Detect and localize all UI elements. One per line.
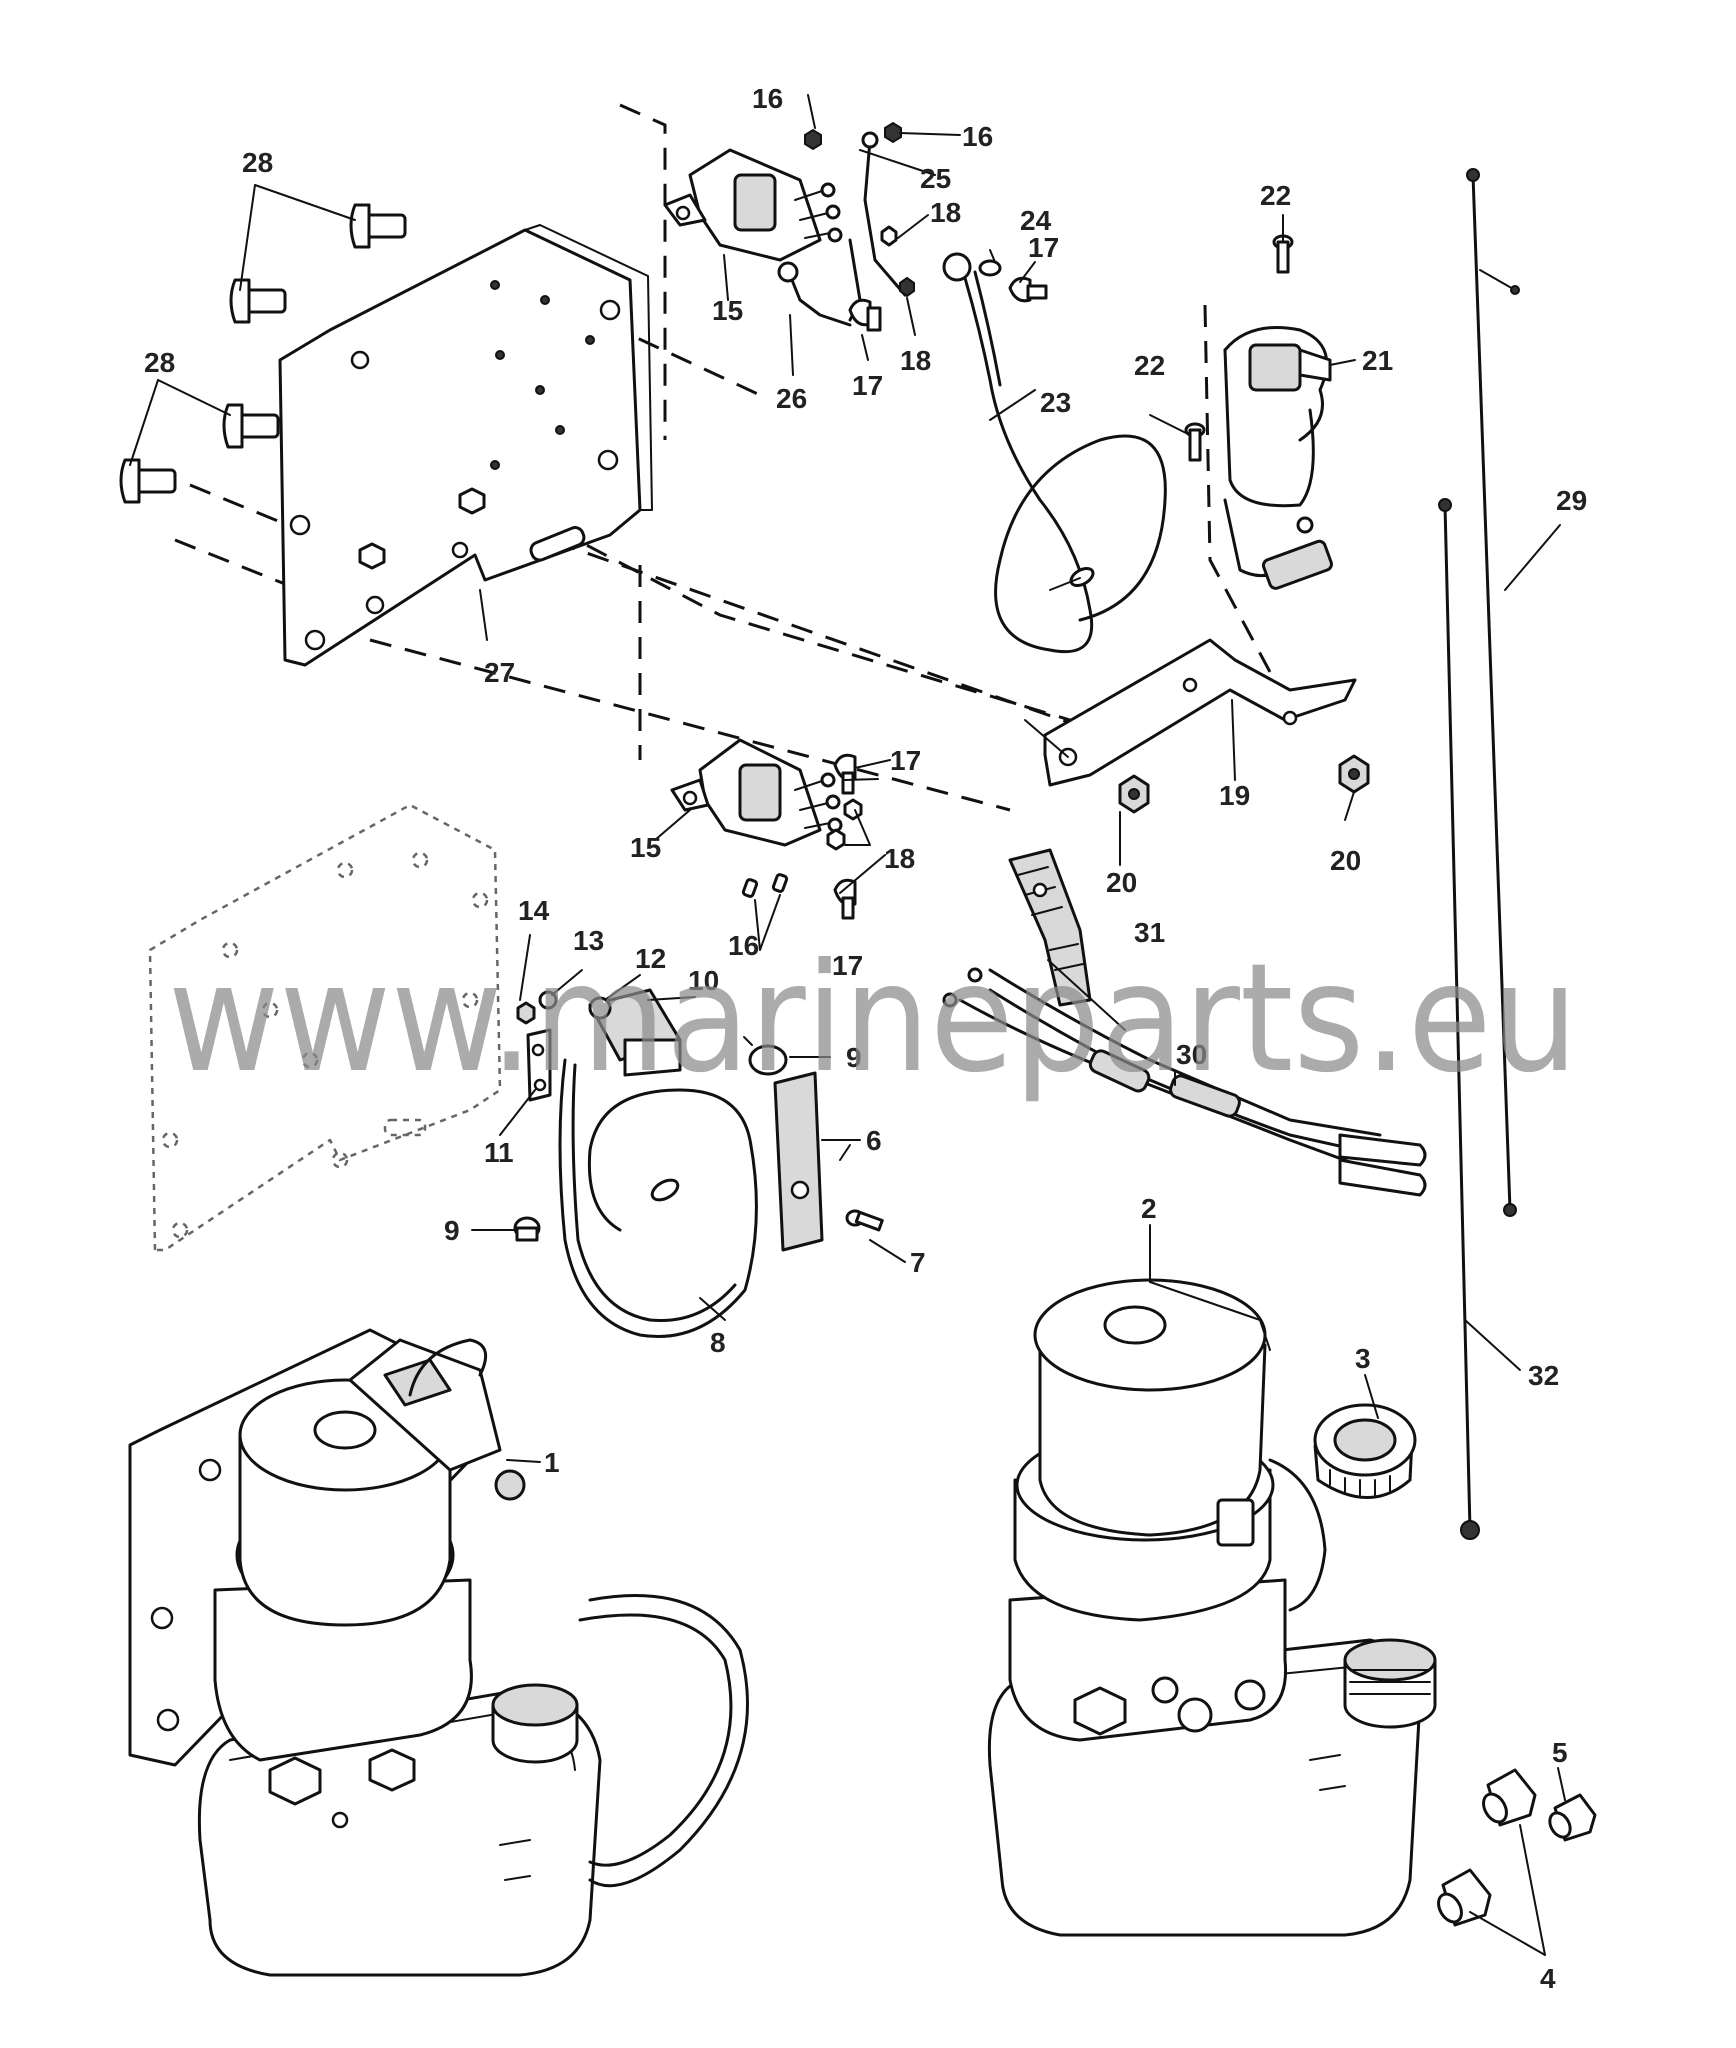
- callout-19: 19: [1219, 780, 1250, 811]
- callout-13: 13: [573, 925, 604, 956]
- callout-31: 31: [1134, 917, 1165, 948]
- callout-15-upper: 15: [712, 295, 743, 326]
- callout-18-a: 18: [930, 197, 961, 228]
- filler-cap-3: [1313, 1403, 1417, 1499]
- callout-17-c: 17: [890, 745, 921, 776]
- callout-3: 3: [1355, 1343, 1371, 1374]
- callout-4: 4: [1540, 1963, 1556, 1994]
- callout-22-a: 22: [1260, 180, 1291, 211]
- clip-31: [1008, 848, 1092, 1007]
- callout-16-a: 16: [752, 83, 783, 114]
- rod-32: [1438, 498, 1480, 1540]
- callout-15-lower: 15: [630, 832, 661, 863]
- small-hardware-upper: [804, 121, 1048, 332]
- rod-29: [1466, 168, 1520, 1217]
- callout-17-a: 17: [852, 370, 883, 401]
- callout-11: 11: [484, 1137, 514, 1168]
- pump-assembly-right: [987, 1278, 1437, 1937]
- bracket-11: [526, 1028, 552, 1102]
- fittings-4: [1437, 1768, 1537, 1927]
- callout-30: 30: [1176, 1039, 1207, 1070]
- callout-16-b: 16: [962, 121, 993, 152]
- callout-20-b: 20: [1330, 845, 1361, 876]
- callout-18-c: 18: [884, 843, 915, 874]
- relay-harness-21: [1223, 326, 1333, 590]
- switch-10: [588, 988, 682, 1077]
- solenoid-upper: [663, 148, 843, 262]
- fitting-5: [1548, 1793, 1597, 1842]
- callout-28-a: 28: [242, 147, 273, 178]
- cable-23: [942, 252, 1167, 654]
- clamps-9: [513, 1036, 788, 1242]
- callout-14: 14: [518, 895, 550, 926]
- harness-30: [942, 967, 1427, 1197]
- cover-6: [773, 1071, 824, 1252]
- callout-22-b: 22: [1134, 350, 1165, 381]
- callout-8: 8: [710, 1327, 726, 1358]
- reference-plate-outline: [148, 803, 502, 1252]
- callout-2: 2: [1141, 1193, 1157, 1224]
- callout-17-b: 17: [1028, 232, 1059, 263]
- bracket-19: [1043, 638, 1357, 787]
- callout-5: 5: [1552, 1737, 1568, 1768]
- screws-22: [1184, 234, 1294, 462]
- callout-24: 24: [1020, 205, 1052, 236]
- callout-28-b: 28: [144, 347, 175, 378]
- callout-29: 29: [1556, 485, 1587, 516]
- callout-9-b: 9: [444, 1215, 460, 1246]
- callout-21: 21: [1362, 345, 1393, 376]
- callout-6: 6: [866, 1125, 882, 1156]
- callout-32: 32: [1528, 1360, 1559, 1391]
- callout-25: 25: [920, 163, 951, 194]
- callout-7: 7: [910, 1247, 926, 1278]
- callout-1: 1: [544, 1447, 560, 1478]
- callout-12: 12: [635, 943, 666, 974]
- solenoid-lower: [670, 738, 843, 847]
- callout-9-a: 9: [846, 1042, 862, 1073]
- callout-17-d: 17: [832, 950, 863, 981]
- callout-10: 10: [688, 965, 719, 996]
- callout-20-a: 20: [1106, 867, 1137, 898]
- callout-23: 23: [1040, 387, 1071, 418]
- watermark-text: www.marineparts.eu: [168, 932, 1578, 1106]
- cable-8: [558, 1058, 758, 1339]
- mounting-plate: [278, 224, 653, 667]
- screw-7: [845, 1209, 884, 1232]
- callout-18-b: 18: [900, 345, 931, 376]
- pump-assembly-left: [128, 1328, 749, 1977]
- callout-27: 27: [484, 657, 515, 688]
- bolts-28: [119, 203, 407, 504]
- callout-16-c: 16: [728, 930, 759, 961]
- nuts-20: [1118, 754, 1370, 814]
- leader-lines: [129, 94, 1566, 1956]
- callout-26: 26: [776, 383, 807, 414]
- callout-labels: 1 2 3 4 5 6 7 8 9 9 10 11 12 13 14 15 15…: [144, 83, 1587, 1994]
